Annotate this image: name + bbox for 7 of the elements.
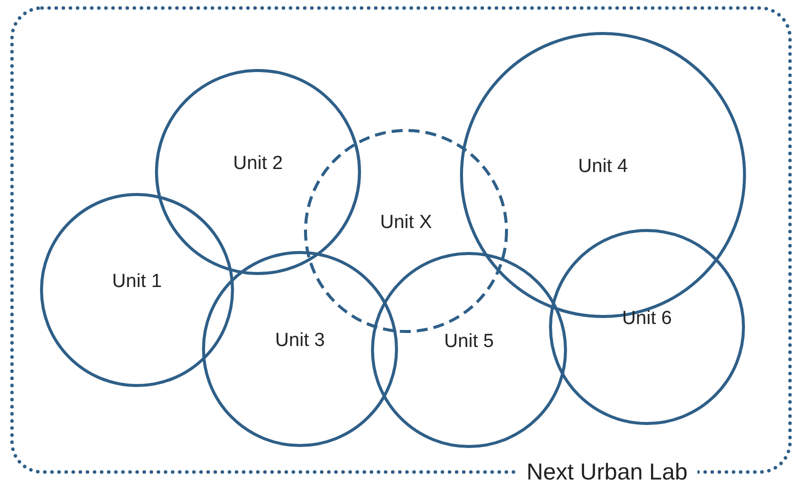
unit-label: Unit 5 [444,331,494,353]
unit-label: Unit 6 [622,308,672,330]
unit-label: Unit 4 [578,156,628,178]
unit-label: Unit 3 [275,330,325,352]
unit-label: Unit 2 [233,153,283,175]
unit-label: Unit 1 [112,271,162,293]
unit-label: Unit X [380,212,432,234]
